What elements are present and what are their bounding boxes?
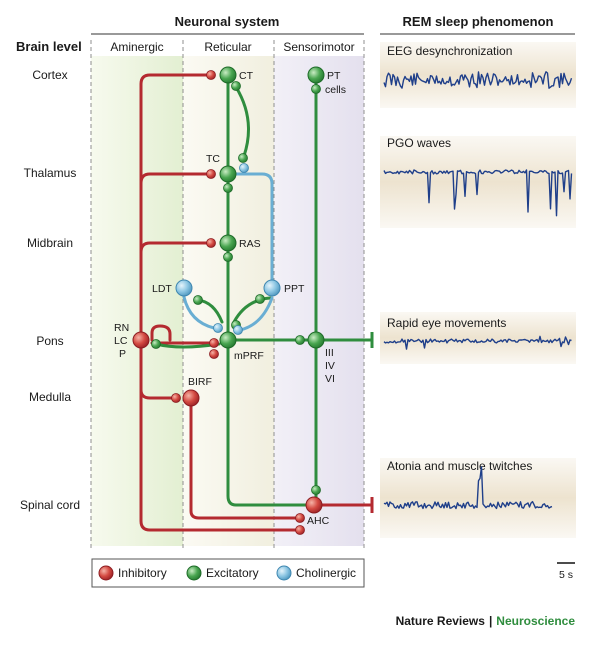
sensorimotor-column-label: Sensorimotor [283,40,354,54]
legend-excitatory-label: Excitatory [206,566,259,580]
level-midbrain: Midbrain [27,236,73,250]
lc-label: LC [114,335,128,347]
legend-inhibitory-label: Inhibitory [118,566,167,580]
pt-label: PT [327,70,341,82]
credit-section: Neuroscience [496,614,575,628]
legend-cholinergic-swatch [276,565,292,581]
level-cortex: Cortex [32,68,67,82]
cranial-motor-node [307,331,325,349]
ct-label: CT [239,70,254,82]
rem-panel-bg [380,312,576,364]
p-label: P [119,348,126,360]
rn-label: RN [114,322,129,334]
neuronal-system-header: Neuronal system [175,14,280,29]
inhibitory-terminals [171,70,305,535]
pt-cells-label: cells [325,84,346,96]
mprf-label: mPRF [234,350,264,362]
cholinergic-pathways [182,172,274,332]
level-spinal-cord: Spinal cord [20,498,80,512]
credit-journal: Nature Reviews [396,614,486,628]
reticular-column-label: Reticular [204,40,251,54]
inhibitory-pathways [139,73,374,532]
legend-box [91,558,365,588]
rem-sleep-header: REM sleep phenomenon [403,14,554,29]
aminergic-column-bg [91,56,183,546]
credit-separator: | [489,614,492,628]
rem-trace [383,335,572,350]
eeg-title: EEG desynchronization [387,44,512,58]
tc-label: TC [206,153,220,165]
ahc-label: AHC [307,515,330,527]
sensorimotor-column-bg [274,56,364,546]
level-medulla: Medulla [29,390,71,404]
pt-node [307,66,325,84]
ahc-node [305,496,323,514]
aminergic-column-label: Aminergic [110,40,163,54]
level-thalamus: Thalamus [24,166,77,180]
eeg-trace [383,71,573,89]
pgo-trace [383,169,573,217]
cranial-vi-label: VI [325,373,335,385]
pgo-title: PGO waves [387,136,451,150]
ldt-label: LDT [152,283,172,295]
legend-cholinergic-label: Cholinergic [296,566,356,580]
rn-lc-p-node [132,331,150,349]
tc-node [219,165,237,183]
cranial-iv-label: IV [325,360,335,372]
rem-title: Rapid eye movements [387,316,506,330]
credit-line: Nature Reviews| Neuroscience [396,614,576,628]
birf-node [182,389,200,407]
excitatory-terminals [151,81,321,495]
atonia-trace [383,466,553,510]
ppt-node [263,279,281,297]
cranial-iii-label: III [325,347,334,359]
atonia-title: Atonia and muscle twitches [387,459,532,473]
ppt-label: PPT [284,283,305,295]
brain-level-header: Brain level [16,39,82,54]
ldt-node [175,279,193,297]
level-pons: Pons [36,334,63,348]
scale-bar-label: 5 s [559,569,573,581]
cholinergic-terminals [213,163,249,335]
mprf-node [219,331,237,349]
birf-label: BIRF [188,376,212,388]
ct-node [219,66,237,84]
legend-inhibitory-swatch [98,565,114,581]
legend-excitatory-swatch [186,565,202,581]
ras-node [219,234,237,252]
ras-label: RAS [239,238,261,250]
